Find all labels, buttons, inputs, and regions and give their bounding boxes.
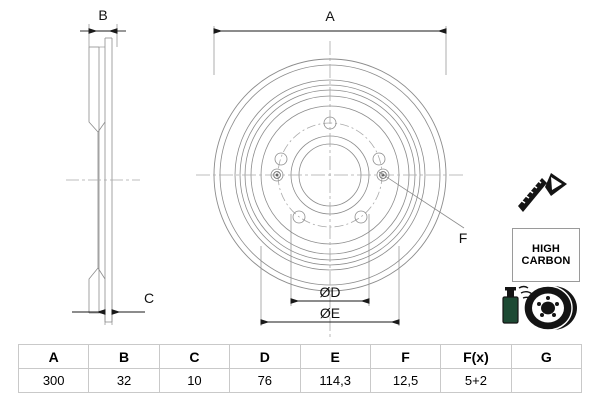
table-value-row: 300 32 10 76 114,3 12,5 5+2 <box>17 368 583 393</box>
table-value-cell-e: 114,3 <box>299 368 371 393</box>
table-header-cell-f: F <box>369 344 442 369</box>
table-header-cell-e: E <box>299 344 371 369</box>
spray-can-coated-disc-icon <box>502 285 577 331</box>
table-value-cell-c: 10 <box>158 368 231 393</box>
brake-disc-front-view: A <box>196 8 467 340</box>
dimension-od: ØD <box>290 214 370 306</box>
table-header-cell-g: G <box>510 344 583 369</box>
dimension-c-label: C <box>144 290 154 306</box>
table-value-cell-a: 300 <box>17 368 90 393</box>
dimension-oe: ØE <box>260 246 400 326</box>
leader-f: F <box>378 171 468 246</box>
product-attributes-panel: HIGH CARBON <box>494 168 598 330</box>
disc-friction-band-1 <box>234 79 426 271</box>
dimension-oe-label: ØE <box>320 305 340 321</box>
table-header-cell-a: A <box>17 344 90 369</box>
high-carbon-line-1: HIGH <box>532 242 560 255</box>
dimension-f-label: F <box>459 230 468 246</box>
dimension-od-label: ØD <box>320 284 341 300</box>
table-value-cell-fx: 5+2 <box>440 368 512 393</box>
table-header-cell-d: D <box>229 344 301 369</box>
dimension-c: C <box>72 290 154 325</box>
countersunk-screw-icon <box>518 173 567 212</box>
table-value-cell-b: 32 <box>88 368 160 393</box>
table-value-cell-d: 76 <box>229 368 301 393</box>
bolt-hole <box>354 210 368 224</box>
high-carbon-badge: HIGH CARBON <box>512 228 580 282</box>
table-header-row: A B C D E F F(x) G <box>17 344 583 369</box>
table-header-cell-b: B <box>88 344 160 369</box>
table-header-cell-c: C <box>158 344 231 369</box>
bolt-hole <box>292 210 306 224</box>
dimension-a: A <box>213 8 447 75</box>
table-value-cell-g <box>510 368 583 393</box>
dimension-b-label: B <box>98 7 107 23</box>
table-value-cell-f: 12,5 <box>369 368 442 393</box>
dimension-b: B <box>80 7 126 47</box>
bolt-hole <box>274 152 288 166</box>
brake-disc-side-section-view: B <box>66 7 154 325</box>
specification-table: A B C D E F F(x) G 300 32 10 76 114,3 12… <box>17 344 583 393</box>
high-carbon-line-2: CARBON <box>521 255 571 267</box>
table-header-cell-fx: F(x) <box>440 344 512 369</box>
bolt-hole <box>372 152 386 166</box>
dimension-a-label: A <box>325 8 335 24</box>
